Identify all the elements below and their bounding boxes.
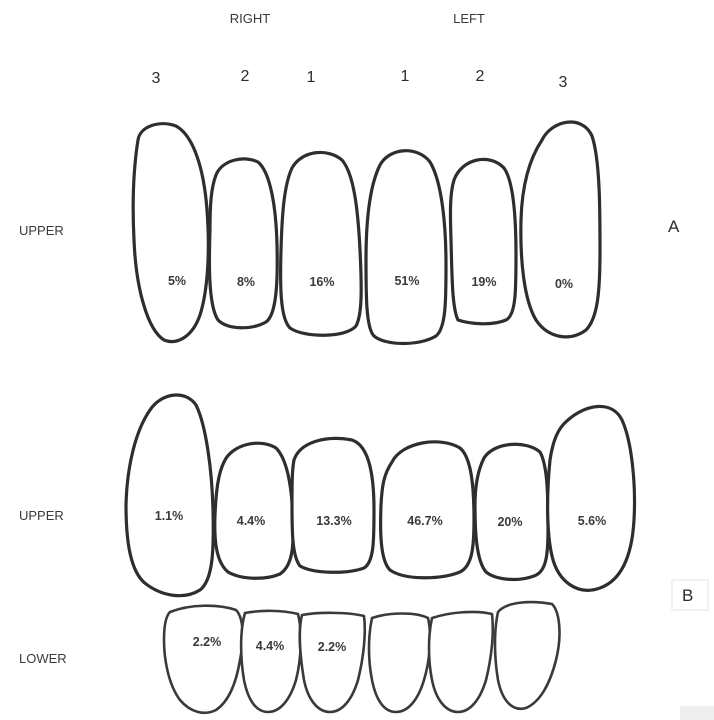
panel-b-lower-row-label: LOWER	[19, 651, 67, 666]
pct-a-right-1: 16%	[309, 275, 334, 289]
tooth-number-left-2: 2	[476, 68, 485, 85]
tooth-a-right-1	[281, 152, 362, 335]
pct-b-upper-left-2: 20%	[497, 515, 522, 529]
tooth-b-upper-left-1	[381, 442, 474, 578]
tooth-b-upper-left-3	[548, 406, 635, 590]
tooth-number-left-1: 1	[401, 68, 410, 85]
panel-a-teeth	[133, 122, 600, 343]
pct-b-upper-right-3: 1.1%	[155, 509, 184, 523]
pct-b-upper-left-3: 5.6%	[578, 514, 607, 528]
tooth-number-right-2: 2	[241, 68, 250, 85]
tooth-b-lower-right-2	[241, 611, 301, 712]
tooth-b-lower-right-3	[164, 606, 243, 713]
tooth-b-lower-left-2	[429, 612, 493, 712]
panel-a-row-label: UPPER	[19, 223, 64, 238]
tooth-b-lower-right-1	[300, 613, 365, 712]
pct-a-left-1: 51%	[394, 274, 419, 288]
pct-b-upper-right-2: 4.4%	[237, 514, 266, 528]
scan-artifact	[680, 706, 714, 720]
panel-b-lower-teeth	[164, 602, 559, 713]
tooth-number-right-3: 3	[152, 70, 161, 87]
panel-b-letter: B	[682, 586, 693, 605]
pct-b-lower-right-1: 2.2%	[318, 640, 347, 654]
panel-a-letter: A	[668, 217, 680, 236]
tooth-b-upper-right-3	[126, 395, 213, 596]
tooth-a-right-2	[209, 159, 277, 328]
tooth-a-left-1	[366, 151, 446, 344]
tooth-b-lower-left-3	[495, 602, 559, 709]
pct-b-lower-right-3: 2.2%	[193, 635, 222, 649]
tooth-b-upper-right-1	[292, 438, 374, 572]
panel-b-upper-teeth	[126, 395, 635, 596]
pct-b-lower-right-2: 4.4%	[256, 639, 285, 653]
tooth-b-lower-left-1	[369, 614, 430, 713]
pct-a-left-2: 19%	[471, 275, 496, 289]
pct-b-upper-right-1: 13.3%	[316, 514, 351, 528]
pct-a-left-3: 0%	[555, 277, 573, 291]
tooth-b-upper-right-2	[215, 443, 293, 578]
tooth-a-left-3	[521, 122, 600, 337]
tooth-number-left-3: 3	[559, 74, 568, 91]
panel-b-upper-row-label: UPPER	[19, 508, 64, 523]
right-side-label: RIGHT	[230, 11, 271, 26]
pct-a-right-2: 8%	[237, 275, 255, 289]
tooth-a-left-2	[450, 159, 516, 323]
tooth-a-right-3	[133, 124, 208, 342]
pct-a-right-3: 5%	[168, 274, 186, 288]
pct-b-upper-left-1: 46.7%	[407, 514, 442, 528]
left-side-label: LEFT	[453, 11, 485, 26]
tooth-number-right-1: 1	[307, 69, 316, 86]
tooth-b-upper-left-2	[475, 444, 548, 579]
